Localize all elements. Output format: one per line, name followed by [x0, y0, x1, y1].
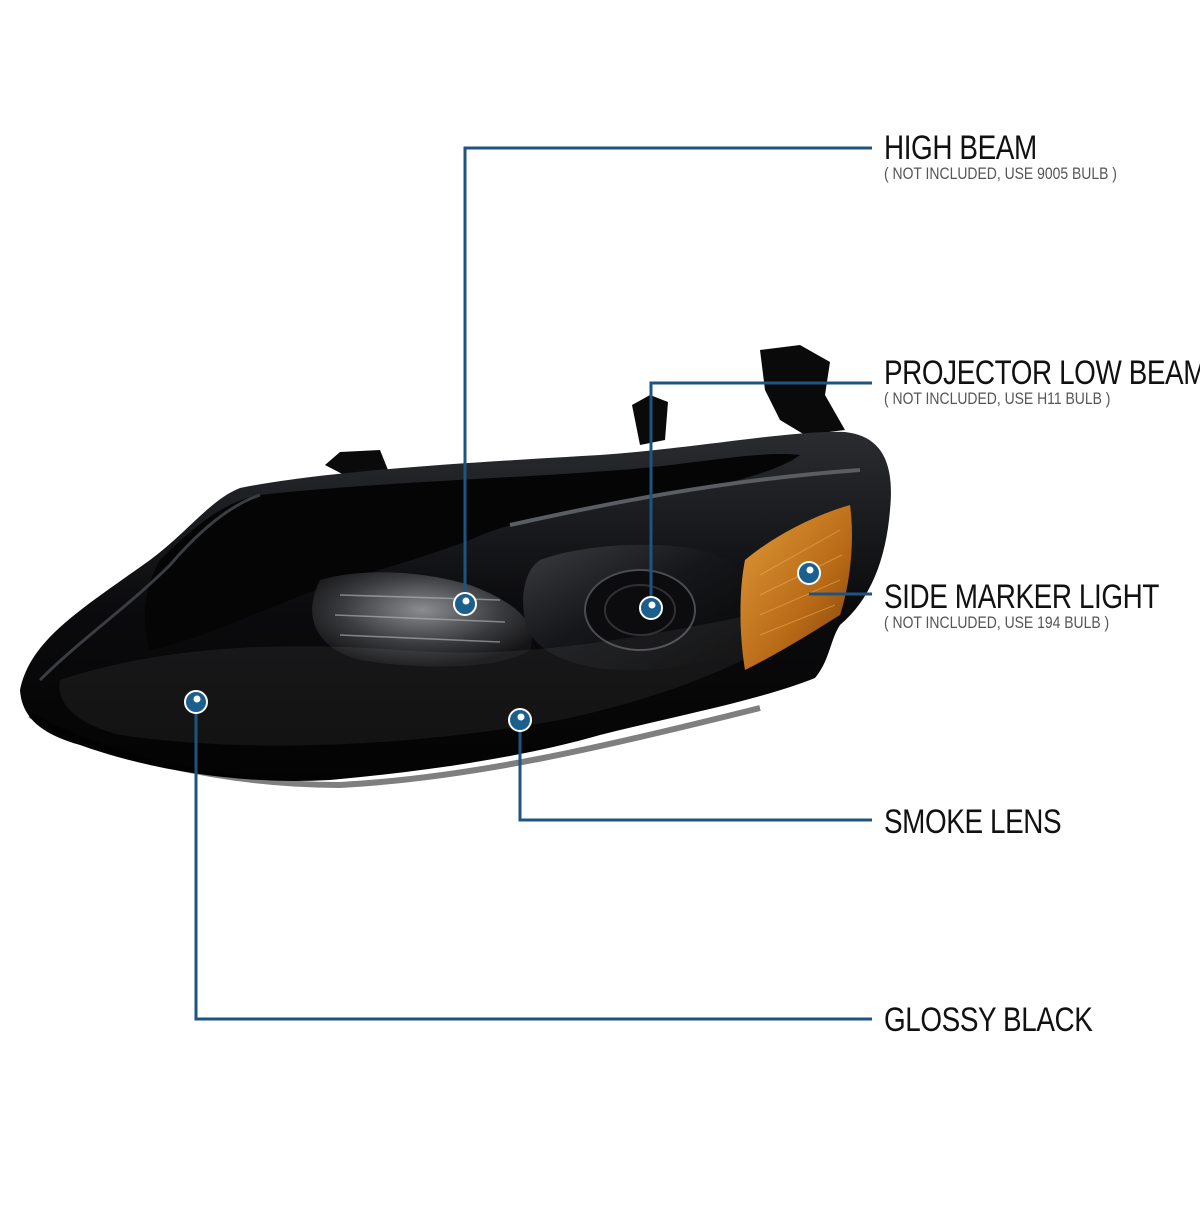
upper-trim	[509, 468, 861, 527]
callout-note: ( NOT INCLUDED, USE 194 BULB )	[884, 613, 1110, 632]
callout-dots	[184, 561, 821, 732]
callout-glossy-black: GLOSSY BLACK	[884, 1002, 1138, 1038]
lens-gloss	[59, 600, 821, 746]
dot-side-marker	[797, 561, 821, 585]
side-marker-amber	[740, 505, 852, 670]
callout-side-marker-light: SIDE MARKER LIGHT ( NOT INCLUDED, USE 19…	[884, 579, 1200, 633]
callout-title: SMOKE LENS	[884, 803, 1062, 841]
leader-line-smoke-lens	[518, 720, 872, 822]
callout-title: PROJECTOR LOW BEAM	[884, 354, 1200, 392]
callout-smoke-lens: SMOKE LENS	[884, 804, 1100, 840]
callout-title: SIDE MARKER LIGHT	[884, 578, 1159, 616]
housing-cavity	[144, 453, 800, 650]
callout-projector-low-beam: PROJECTOR LOW BEAM ( NOT INCLUDED, USE H…	[884, 355, 1200, 409]
rim-highlight	[38, 493, 261, 682]
bottom-edge	[28, 705, 761, 789]
callout-title: HIGH BEAM	[884, 129, 1037, 167]
leader-line-high-beam	[463, 146, 872, 603]
callout-note: ( NOT INCLUDED, USE H11 BULB )	[884, 389, 1111, 408]
callout-note: ( NOT INCLUDED, USE 9005 BULB )	[884, 164, 1117, 183]
callout-high-beam: HIGH BEAM ( NOT INCLUDED, USE 9005 BULB …	[884, 130, 1168, 184]
dot-glossy-black	[184, 690, 208, 714]
leader-line-projector-low-beam	[649, 381, 872, 607]
dot-smoke-lens	[508, 708, 532, 732]
projector-lens-ring	[604, 584, 676, 636]
leader-lines	[194, 146, 872, 1021]
callout-title: GLOSSY BLACK	[884, 1001, 1093, 1039]
leader-line-glossy-black	[194, 702, 872, 1021]
dot-projector-low-beam	[639, 596, 663, 620]
mounting-tabs	[325, 345, 845, 478]
dot-high-beam	[453, 592, 477, 616]
